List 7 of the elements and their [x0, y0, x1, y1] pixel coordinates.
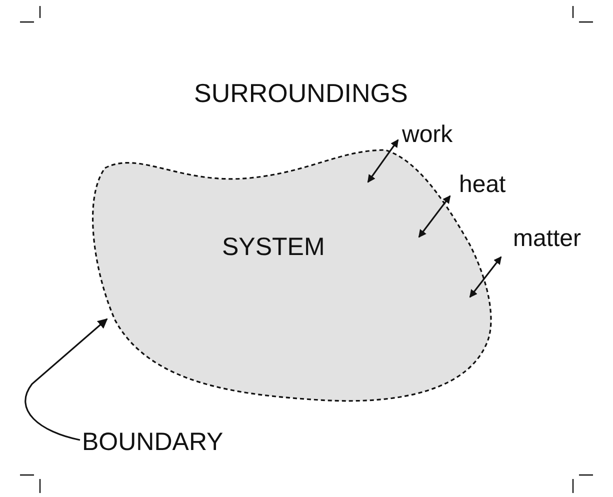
- leader-line: [24, 318, 108, 441]
- exchange-label: work: [402, 121, 453, 149]
- exchange-label: heat: [459, 171, 506, 199]
- region-label: SURROUNDINGS: [194, 78, 408, 109]
- system-label: SYSTEM: [222, 233, 325, 262]
- exchange-label: matter: [513, 225, 582, 253]
- boundary-label: BOUNDARY: [82, 428, 224, 457]
